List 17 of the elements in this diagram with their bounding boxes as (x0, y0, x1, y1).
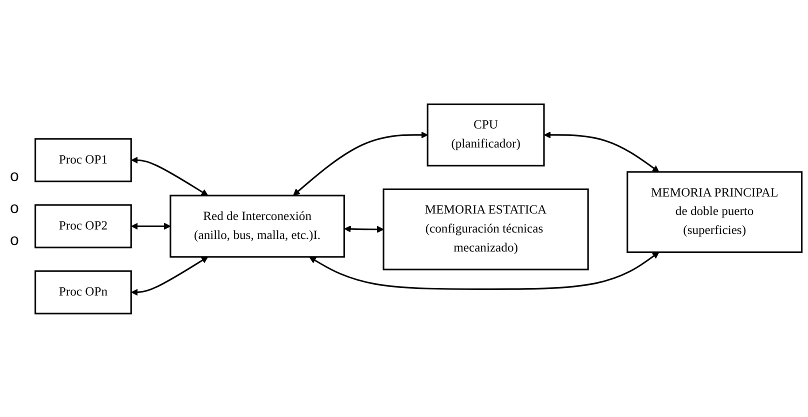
ellipsis-mark: o (10, 168, 19, 186)
ellipsis-mark: o (10, 200, 19, 218)
node-box: Proc OPn (34, 270, 132, 314)
ellipsis-mark: o (10, 232, 19, 250)
arrow (131, 222, 171, 230)
node-box: CPU (planificador) (426, 103, 545, 166)
node-box: Proc OP2 (34, 204, 132, 248)
node-box: MEMORIA ESTATICA (configuración técnicas mecanizado) (382, 188, 589, 270)
arrow (309, 251, 660, 290)
arrow (131, 256, 208, 296)
arrow (292, 131, 428, 196)
arrow (544, 131, 660, 172)
node-box: MEMORIA PRINCIPAL de doble puerto (superficies) (626, 170, 802, 253)
node-box: Proc OP1 (34, 138, 132, 182)
node-box: Red de Interconexión (anillo, bus, malla, etc.)I. (170, 194, 345, 258)
arrow (344, 225, 384, 232)
arrow (131, 156, 208, 196)
